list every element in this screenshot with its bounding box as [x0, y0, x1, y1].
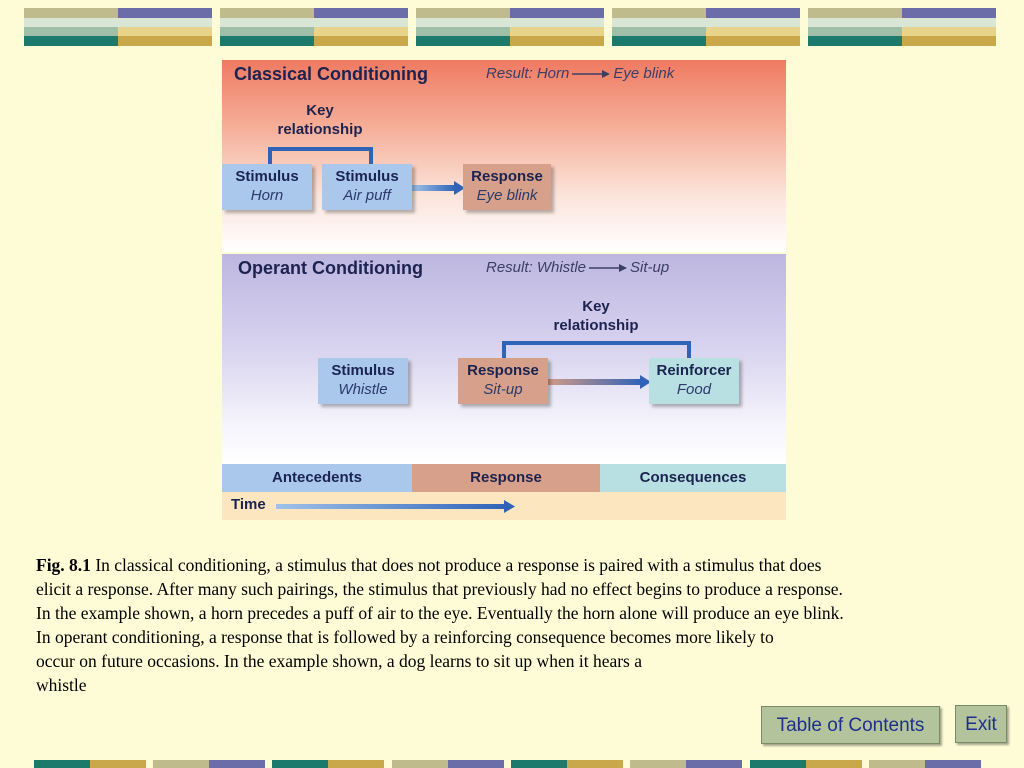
table-of-contents-button[interactable]: Table of Contents — [761, 706, 940, 744]
consequences-segment: Consequences — [600, 464, 786, 492]
classical-key-line2: relationship — [277, 121, 363, 138]
bottom-deco-block-4 — [392, 760, 504, 768]
classical-result-suffix: Eye blink — [613, 65, 675, 82]
operant-response-box: Response Sit-up — [458, 358, 548, 404]
operant-result-prefix: Result: Whistle — [486, 259, 587, 276]
operant-stimulus-value: Whistle — [338, 381, 388, 398]
classical-result-prefix: Result: Horn — [486, 65, 570, 82]
caption-line-5: occur on future occasions. In the exampl… — [36, 651, 643, 671]
operant-stimulus-box: Stimulus Whistle — [318, 358, 408, 404]
operant-reinforcer-value: Food — [676, 381, 712, 398]
bottom-deco-block-1 — [34, 760, 146, 768]
classical-connectors — [268, 147, 465, 195]
time-arrow-icon — [276, 500, 515, 513]
classical-response-label: Response — [471, 168, 543, 185]
timeline: Antecedents Response Consequences Time — [222, 464, 786, 520]
bottom-deco-block-6 — [630, 760, 742, 768]
classical-title: Classical Conditioning — [234, 64, 429, 84]
operant-reinforcer-label: Reinforcer — [656, 362, 732, 379]
operant-key-bracket — [502, 341, 691, 358]
classical-stimulus2-label: Stimulus — [335, 168, 399, 185]
top-deco-block-2 — [220, 8, 408, 46]
classical-key-line1: Key — [306, 102, 334, 119]
operant-connectors — [502, 341, 691, 389]
antecedents-segment: Antecedents — [222, 464, 412, 492]
classical-arrow-shaft — [412, 185, 456, 191]
bottom-deco-block-2 — [153, 760, 265, 768]
operant-title: Operant Conditioning — [238, 258, 423, 278]
caption-line-1: Fig. 8.1 In classical conditioning, a st… — [36, 553, 976, 577]
operant-result: Result: Whistle Sit-up — [486, 259, 669, 276]
caption-line-3: In the example shown, a horn precedes a … — [36, 603, 844, 623]
operant-reinforcer-box: Reinforcer Food — [649, 358, 739, 404]
operant-stimulus-label: Stimulus — [331, 362, 395, 379]
bottom-deco-block-7 — [750, 760, 862, 768]
operant-key-line2: relationship — [553, 317, 639, 334]
result-arrow-icon — [589, 264, 628, 273]
bottom-deco-block-5 — [511, 760, 623, 768]
exit-button[interactable]: Exit — [955, 705, 1007, 743]
classical-stimulus2-value: Air puff — [343, 187, 391, 204]
operant-arrow-head — [640, 375, 651, 389]
caption-line-2: elicit a response. After many such pairi… — [36, 579, 843, 599]
bottom-deco-block-8 — [869, 760, 981, 768]
classical-key-bracket — [268, 147, 373, 164]
classical-stimulus-airpuff-box: Stimulus Air puff — [322, 164, 412, 210]
classical-stimulus1-label: Stimulus — [235, 168, 299, 185]
classical-response-value: Eye blink — [476, 187, 538, 204]
response-segment: Response — [412, 464, 600, 492]
caption-line-4: In operant conditioning, a response that… — [36, 627, 774, 647]
operant-response-label: Response — [467, 362, 539, 379]
classical-response-box: Response Eye blink — [463, 164, 551, 210]
operant-key-line1: Key — [582, 298, 610, 315]
top-deco-block-1 — [24, 8, 212, 46]
top-deco-block-4 — [612, 8, 800, 46]
figure-label: Fig. 8.1 — [36, 555, 91, 575]
caption-line-6: whistle — [36, 675, 87, 695]
top-deco-block-3 — [416, 8, 604, 46]
classical-stimulus-horn-box: Stimulus Horn — [222, 164, 312, 210]
classical-result: Result: Horn Eye blink — [486, 65, 674, 82]
figure-caption: Fig. 8.1 In classical conditioning, a st… — [36, 553, 976, 697]
classical-arrow-head — [454, 181, 465, 195]
result-arrow-icon — [572, 70, 611, 79]
operant-key-relationship: Key relationship — [536, 297, 656, 335]
classical-stimulus1-value: Horn — [250, 187, 284, 204]
operant-arrow-shaft — [548, 379, 642, 385]
top-deco-block-5 — [808, 8, 996, 46]
bottom-deco-block-3 — [272, 760, 384, 768]
caption-line1-text: In classical conditioning, a stimulus th… — [95, 555, 822, 575]
operant-response-value: Sit-up — [483, 381, 523, 398]
time-label: Time — [231, 496, 266, 513]
time-row: Time — [222, 492, 786, 520]
operant-result-suffix: Sit-up — [630, 259, 670, 276]
classical-key-relationship: Key relationship — [270, 101, 370, 139]
